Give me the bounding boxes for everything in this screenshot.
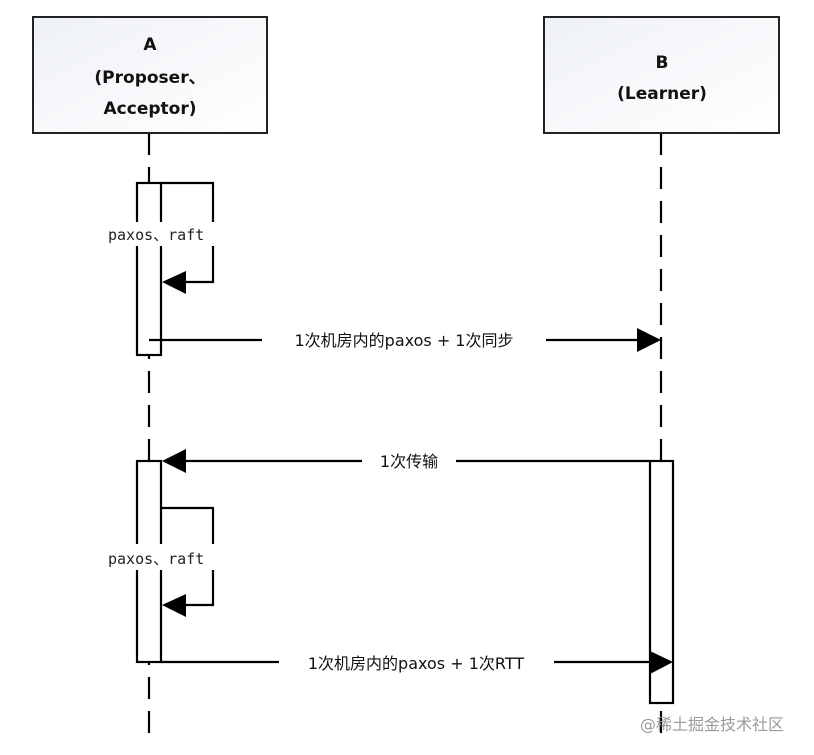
actor-b: B (Learner) — [543, 16, 780, 134]
activation-a-1 — [135, 181, 163, 357]
self-call-2-label-bg — [103, 544, 221, 570]
message-2: 1次传输 — [162, 448, 650, 474]
message-1-label: 1次机房内的paxos + 1次同步 — [294, 331, 513, 350]
actor-b-box — [543, 16, 780, 134]
watermark: @稀土掘金技术社区 — [640, 715, 784, 734]
message-3-arrowhead — [650, 651, 673, 674]
activation-b-1 — [648, 459, 675, 705]
self-call-1-arrowhead — [162, 271, 186, 294]
message-2-label: 1次传输 — [380, 452, 438, 471]
self-call-1-label-bg — [103, 222, 221, 246]
actor-b-name: B — [656, 53, 669, 73]
message-1-label-bg — [262, 327, 546, 353]
actor-b-role: (Learner) — [617, 84, 707, 104]
actor-a-name: A — [143, 35, 157, 55]
actor-a-box — [32, 16, 268, 134]
self-call-1: paxos、raft — [103, 181, 221, 294]
message-2-arrowhead — [162, 449, 186, 473]
message-2-label-bg — [362, 448, 456, 474]
self-call-1-label: paxos、raft — [108, 226, 204, 244]
actor-a: A (Proposer、 Acceptor) — [32, 16, 268, 134]
message-1-arrowhead — [637, 328, 661, 352]
actor-a-role-line2: Acceptor) — [104, 99, 197, 119]
self-call-2: paxos、raft — [103, 506, 221, 617]
self-call-2-label: paxos、raft — [108, 550, 204, 568]
message-1: 1次机房内的paxos + 1次同步 — [149, 327, 661, 353]
actor-a-role-line1: (Proposer、 — [94, 68, 205, 88]
message-3-label: 1次机房内的paxos + 1次RTT — [308, 654, 524, 673]
self-call-2-arrowhead — [162, 594, 186, 617]
message-3-label-bg — [279, 649, 554, 675]
message-3: 1次机房内的paxos + 1次RTT — [161, 649, 673, 675]
